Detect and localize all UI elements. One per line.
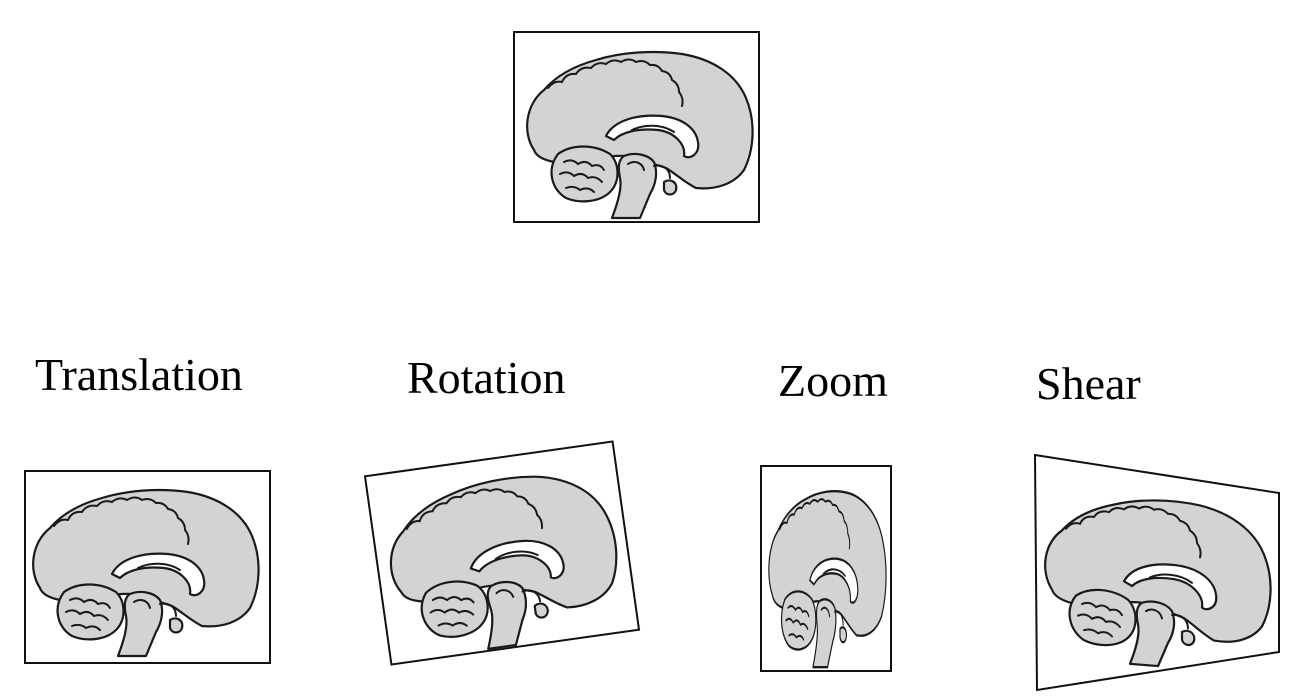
label-zoom: Zoom: [778, 355, 888, 406]
shear-panel: [1033, 453, 1280, 692]
translation-panel: [24, 470, 271, 664]
original-panel: [513, 31, 760, 223]
rotation-panel: [363, 440, 641, 666]
label-rotation: Rotation: [407, 352, 565, 403]
label-translation: Translation: [35, 349, 243, 400]
zoom-panel: [760, 465, 892, 672]
label-shear: Shear: [1036, 358, 1141, 409]
